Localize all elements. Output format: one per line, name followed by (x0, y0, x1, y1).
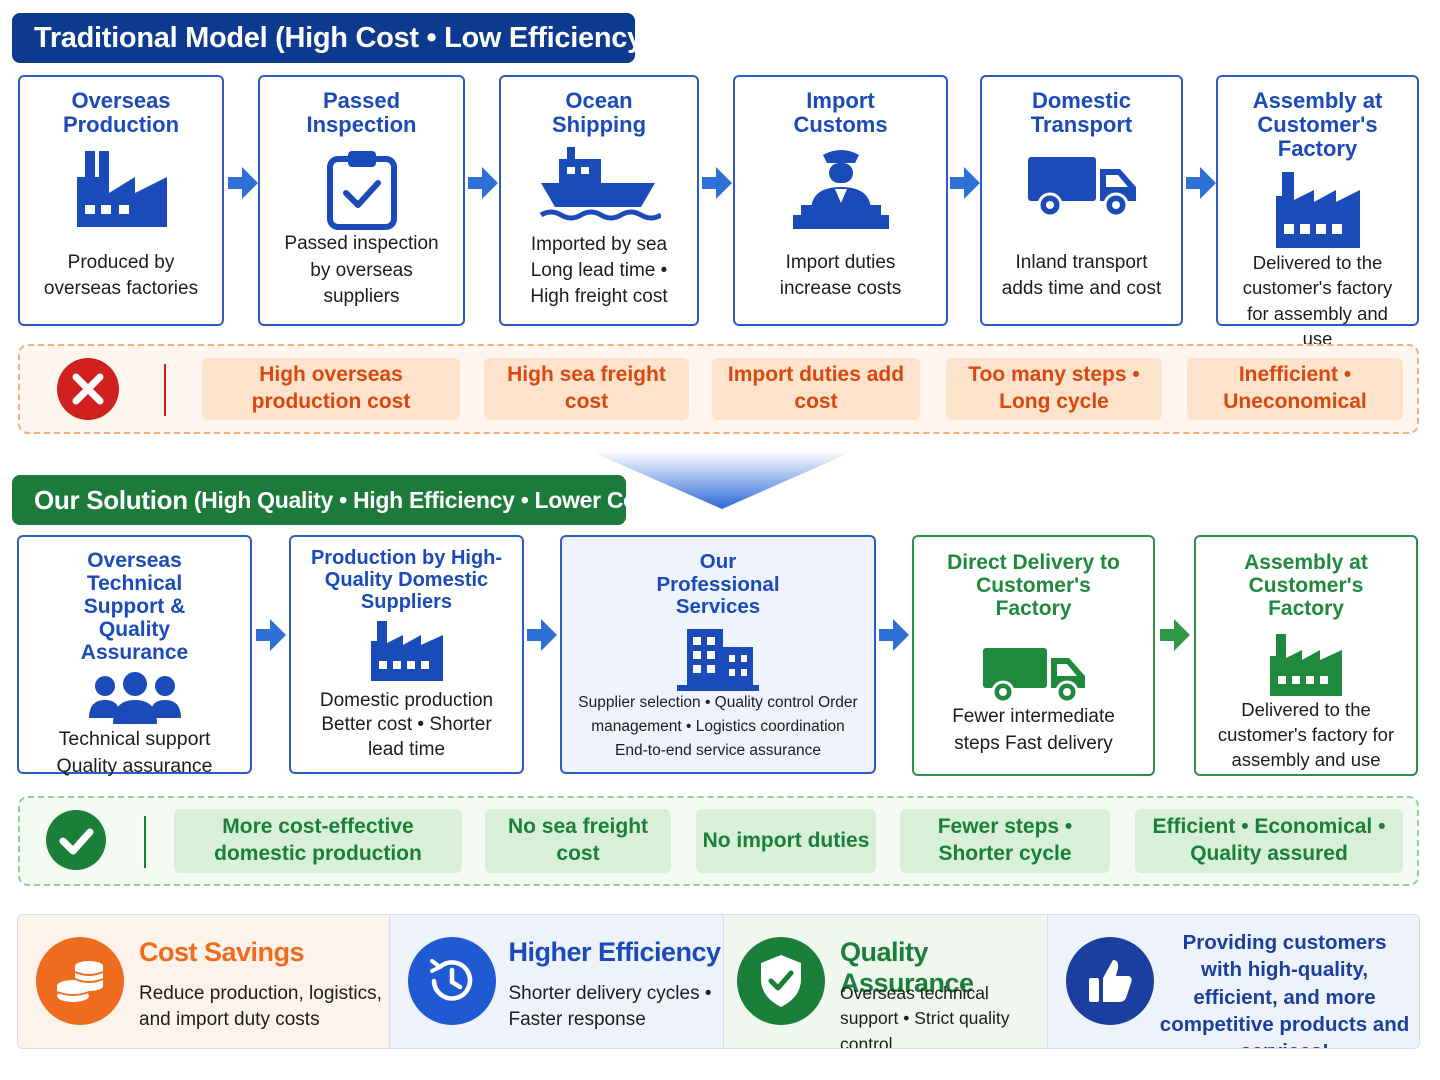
thumbs-up-icon (1065, 937, 1154, 1025)
trad-step-domestic-transport: Domestic Transport Inland transport adds… (980, 75, 1183, 326)
step-title: Ocean Shipping (551, 88, 647, 138)
step-title: Assembly at Customer's Factory (1244, 551, 1368, 621)
step-title: Production by High-Quality Domestic Supp… (310, 547, 503, 613)
traditional-steps-row: Overseas Production Produced by overseas… (0, 75, 1440, 349)
problem-pill: Import duties add cost (712, 358, 920, 420)
coins-icon (36, 937, 124, 1025)
step-title: Assembly at Customer's Factory (1252, 88, 1383, 162)
closing-statement: Providing customers with high-quality, e… (1159, 931, 1410, 1048)
step-description: Produced by overseas factories (43, 251, 199, 299)
benefit-text: Shorter delivery cycles • Faster respons… (508, 983, 712, 1031)
step-title: Passed Inspection (306, 88, 417, 138)
green-check-circle-icon (46, 810, 106, 870)
solution-title: Our Solution (34, 484, 188, 515)
arrow-right-icon (1186, 167, 1216, 199)
factory-icon (73, 149, 169, 229)
advantage-pill: No sea freight cost (485, 809, 671, 873)
arrow-right-icon (527, 619, 557, 651)
step-description: Technical support Quality assurance (56, 728, 213, 778)
benefit-text: Overseas technical support • Strict qual… (840, 983, 1010, 1049)
solution-subtitle: (High Quality • High Efficiency • Lower … (193, 486, 665, 513)
red-x-circle-icon (57, 358, 119, 420)
arrow-right-icon (950, 167, 980, 199)
advantage-pill: More cost-effective domestic production (174, 809, 462, 873)
step-title: Overseas Production (62, 88, 180, 138)
trad-step-import-customs: Import Customs Import duties increase co… (733, 75, 948, 326)
team-icon (88, 672, 181, 726)
office-building-icon (675, 627, 761, 691)
truck-icon (1026, 155, 1138, 219)
problem-pill: Too many steps • Long cycle (946, 358, 1162, 420)
down-transition-arrow-icon (590, 451, 854, 509)
shield-check-icon (737, 937, 825, 1025)
step-description: Fewer intermediate steps Fast delivery (952, 706, 1115, 754)
solution-advantages-summary: More cost-effective domestic production … (18, 796, 1419, 886)
arrow-right-icon (879, 619, 909, 651)
step-title: Direct Delivery to Customer's Factory (947, 551, 1120, 621)
arrow-right-icon (256, 619, 286, 651)
benefit-title: Quality Assurance (840, 937, 974, 998)
benefit-title: Cost Savings (139, 937, 305, 967)
divider (164, 364, 166, 416)
factory-icon (369, 621, 445, 683)
problem-pill: High overseas production cost (202, 358, 460, 420)
step-description: Supplier selection • Quality control Ord… (578, 693, 858, 759)
benefit-higher-efficiency: Higher Efficiency Shorter delivery cycle… (390, 915, 724, 1048)
step-title: Overseas Technical Support & Quality Ass… (80, 549, 189, 665)
arrow-right-icon (228, 167, 258, 199)
truck-icon (981, 646, 1087, 704)
advantage-pill: No import duties (696, 809, 876, 873)
benefits-bar: Cost Savings Reduce production, logistic… (17, 914, 1420, 1049)
benefit-text: Reduce production, logistics, and import… (139, 983, 382, 1031)
benefit-cost-savings: Cost Savings Reduce production, logistic… (18, 915, 391, 1048)
benefit-quality-assurance: Quality Assurance Overseas technical sup… (724, 915, 1048, 1048)
clock-icon (408, 937, 497, 1025)
arrow-right-icon (1160, 619, 1190, 651)
arrow-right-icon (468, 167, 498, 199)
divider (144, 816, 146, 868)
advantage-pill: Fewer steps • Shorter cycle (900, 809, 1110, 873)
clipboard-check-icon (326, 149, 398, 231)
trad-step-passed-inspection: Passed Inspection Passed inspection by o… (258, 75, 465, 326)
traditional-problems-summary: High overseas production cost High sea f… (18, 344, 1419, 434)
solution-steps-row: Overseas Technical Support & Quality Ass… (0, 535, 1440, 777)
factory-icon (1268, 634, 1344, 698)
sol-step-direct-delivery: Direct Delivery to Customer's Factory Fe… (912, 535, 1155, 776)
traditional-model-header: Traditional Model (High Cost • Low Effic… (12, 13, 653, 63)
advantage-pill: Efficient • Economical • Quality assured (1135, 809, 1403, 873)
benefit-closing-statement: Providing customers with high-quality, e… (1047, 915, 1419, 1048)
factory-icon (1274, 171, 1362, 250)
customs-officer-icon (789, 145, 893, 233)
sol-step-professional-services: Our Professional Services Supplier selec… (560, 535, 876, 774)
solution-header: Our Solution (High Quality • High Effici… (12, 475, 664, 525)
arrow-right-icon (702, 167, 732, 199)
trad-step-assembly: Assembly at Customer's Factory Delivered… (1216, 75, 1419, 349)
trad-step-ocean-shipping: Ocean Shipping Imported by sea Long lead… (499, 75, 699, 326)
step-title: Domestic Transport (1030, 88, 1133, 138)
step-description: Passed inspection by overseas suppliers (284, 233, 439, 307)
ship-icon (537, 147, 661, 227)
step-description: Import duties increase costs (779, 251, 902, 299)
step-description: Delivered to the customer's factory for … (1217, 699, 1395, 771)
step-description: Domestic production Better cost • Shorte… (319, 690, 494, 760)
step-title: Our Professional Services (656, 550, 780, 619)
sol-step-domestic-production: Production by High-Quality Domestic Supp… (289, 535, 524, 774)
problem-pill: Inefficient • Uneconomical (1187, 358, 1403, 420)
benefit-title: Higher Efficiency (508, 937, 721, 967)
step-title: Import Customs (793, 88, 888, 138)
trad-step-overseas-production: Overseas Production Produced by overseas… (18, 75, 224, 326)
step-description: Imported by sea Long lead time • High fr… (530, 233, 668, 307)
sol-step-assembly: Assembly at Customer's Factory Delivered… (1194, 535, 1418, 776)
traditional-model-title: Traditional Model (High Cost • Low Effic… (34, 21, 653, 54)
problem-pill: High sea freight cost (484, 358, 689, 420)
step-description: Inland transport adds time and cost (1001, 251, 1162, 299)
sol-step-technical-support: Overseas Technical Support & Quality Ass… (17, 535, 252, 777)
step-description: Delivered to the customer's factory for … (1242, 251, 1393, 350)
